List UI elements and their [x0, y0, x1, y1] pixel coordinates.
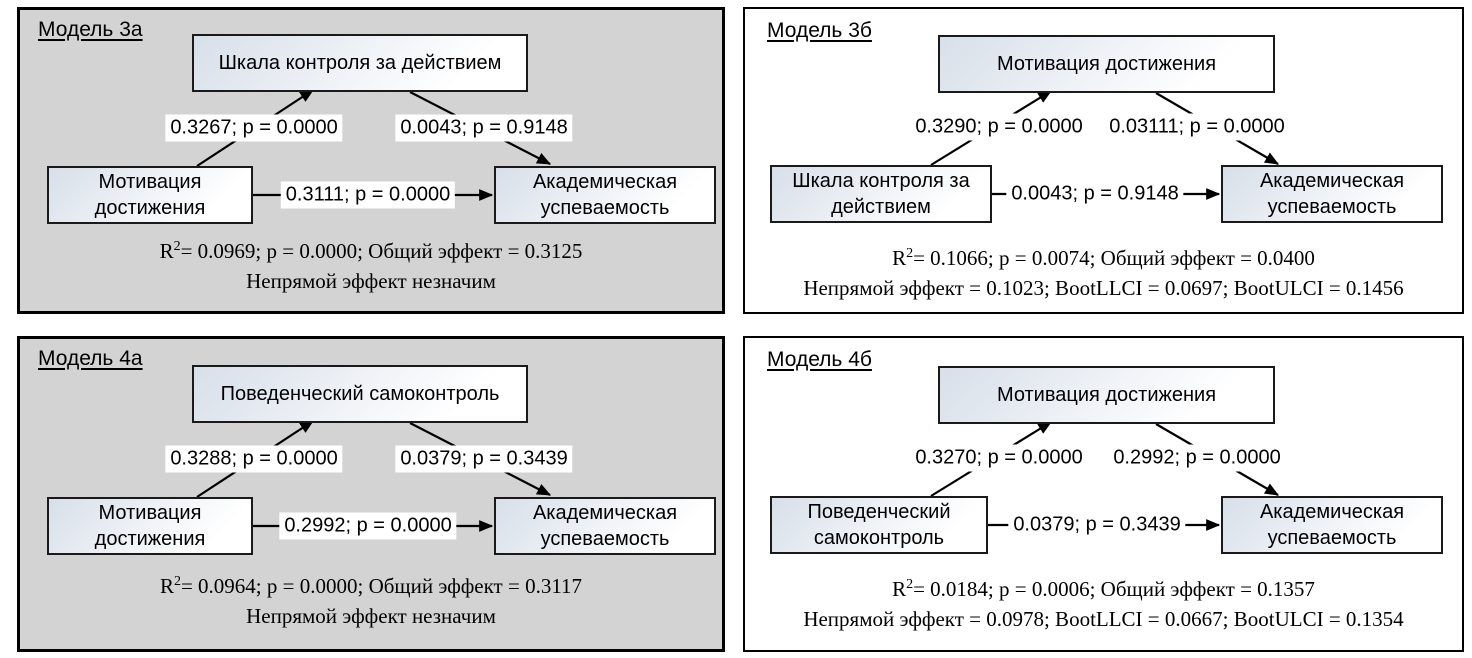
summary-line1-text: = 0.0184; p = 0.0006; Общий эффект = 0.1… — [913, 577, 1315, 601]
summary-line2: Непрямой эффект = 0.1023; BootLLCI = 0.0… — [803, 276, 1404, 300]
outcome-box: Академическая успеваемость — [494, 497, 716, 555]
model-summary: R2= 0.1066; p = 0.0074; Общий эффект = 0… — [745, 239, 1462, 303]
mediator-label: Шкала контроля за действием — [218, 52, 502, 74]
predictor-box: Поведенческий самоконтроль — [770, 496, 988, 554]
outcome-box: Академическая успеваемость — [1221, 165, 1443, 223]
model-3a-panel: Модель 3а Шкала контроля за действием Мо… — [17, 7, 725, 314]
predictor-label-line2: достижения — [94, 528, 206, 550]
path-c-coefficient: 0.0043; p = 0.9148 — [1006, 180, 1184, 208]
outcome-label-line1: Академическая — [1259, 501, 1405, 523]
model-4a-panel: Модель 4а Поведенческий самоконтроль Мот… — [17, 336, 725, 652]
summary-line1: R2= 0.0964; p = 0.0000; Общий эффект = 0… — [20, 567, 722, 601]
panel-title: Модель 3а — [38, 18, 143, 41]
model-3b-panel: Модель 3б Мотивация достижения Шкала кон… — [743, 7, 1464, 314]
outcome-box: Академическая успеваемость — [494, 166, 716, 224]
mediator-label: Мотивация достижения — [996, 384, 1217, 406]
model-summary: R2= 0.0969; p = 0.0000; Общий эффект = 0… — [20, 232, 722, 296]
predictor-label-line2: действием — [831, 196, 931, 218]
mediator-label: Мотивация достижения — [996, 53, 1217, 75]
summary-line2: Непрямой эффект незначим — [246, 269, 496, 293]
mediator-box: Шкала контроля за действием — [192, 34, 528, 92]
summary-line1-text: = 0.0964; p = 0.0000; Общий эффект = 0.3… — [180, 574, 583, 598]
path-a-coefficient: 0.3267; p = 0.0000 — [165, 114, 343, 142]
path-a-coefficient: 0.3288; p = 0.0000 — [165, 445, 343, 473]
mediator-box: Мотивация достижения — [938, 35, 1275, 93]
r-exponent: 2 — [906, 246, 914, 261]
r-exponent: 2 — [906, 577, 914, 592]
path-b-coefficient: 0.2992; p = 0.0000 — [1108, 444, 1286, 472]
predictor-box: Мотивация достижения — [47, 497, 253, 555]
model-4b-panel: Модель 4б Мотивация достижения Поведенче… — [743, 336, 1464, 652]
predictor-label-line1: Мотивация — [98, 502, 202, 524]
outcome-label-line2: успеваемость — [540, 528, 670, 550]
r-symbol: R — [892, 246, 907, 270]
summary-line2: Непрямой эффект = 0.0978; BootLLCI = 0.0… — [803, 607, 1404, 631]
r-symbol: R — [159, 574, 174, 598]
r-exponent: 2 — [173, 574, 181, 589]
path-b-coefficient: 0.0043; p = 0.9148 — [395, 114, 573, 142]
predictor-label-line2: самоконтроль — [813, 527, 945, 549]
panel-title: Модель 4б — [767, 348, 872, 371]
summary-line1-text: = 0.1066; p = 0.0074; Общий эффект = 0.0… — [913, 246, 1315, 270]
predictor-box: Мотивация достижения — [47, 166, 253, 224]
path-c-coefficient: 0.2992; p = 0.0000 — [279, 512, 457, 540]
predictor-label-line2: достижения — [94, 197, 206, 219]
outcome-label-line2: успеваемость — [1267, 196, 1397, 218]
r-exponent: 2 — [173, 239, 181, 254]
path-b-coefficient: 0.0379; p = 0.3439 — [395, 445, 573, 473]
predictor-box: Шкала контроля за действием — [770, 165, 992, 223]
predictor-label-line1: Мотивация — [98, 171, 202, 193]
summary-line1: R2= 0.1066; p = 0.0074; Общий эффект = 0… — [745, 239, 1462, 273]
panel-title: Модель 3б — [767, 19, 872, 42]
outcome-label-line1: Академическая — [1259, 170, 1405, 192]
outcome-label-line2: успеваемость — [540, 197, 670, 219]
path-b-coefficient: 0.03111; p = 0.0000 — [1104, 113, 1290, 141]
mediator-box: Поведенческий самоконтроль — [192, 365, 528, 423]
outcome-box: Академическая успеваемость — [1221, 496, 1443, 554]
path-c-coefficient: 0.0379; p = 0.3439 — [1008, 511, 1186, 539]
r-symbol: R — [892, 577, 907, 601]
panel-title: Модель 4а — [38, 347, 143, 370]
r-symbol: R — [159, 239, 174, 263]
mediator-box: Мотивация достижения — [938, 366, 1275, 424]
summary-line1-text: = 0.0969; p = 0.0000; Общий эффект = 0.3… — [180, 239, 583, 263]
path-a-coefficient: 0.3270; p = 0.0000 — [910, 444, 1088, 472]
predictor-label-line1: Поведенческий — [807, 501, 951, 523]
summary-line2: Непрямой эффект незначим — [246, 604, 496, 628]
mediator-label: Поведенческий самоконтроль — [220, 383, 500, 405]
summary-line1: R2= 0.0184; p = 0.0006; Общий эффект = 0… — [745, 570, 1462, 604]
model-summary: R2= 0.0184; p = 0.0006; Общий эффект = 0… — [745, 570, 1462, 634]
outcome-label-line1: Академическая — [532, 502, 678, 524]
outcome-label-line2: успеваемость — [1267, 527, 1397, 549]
summary-line1: R2= 0.0969; p = 0.0000; Общий эффект = 0… — [20, 232, 722, 266]
predictor-label-line1: Шкала контроля за — [792, 170, 970, 192]
outcome-label-line1: Академическая — [532, 171, 678, 193]
path-a-coefficient: 0.3290; p = 0.0000 — [910, 113, 1088, 141]
model-summary: R2= 0.0964; p = 0.0000; Общий эффект = 0… — [20, 567, 722, 631]
path-c-coefficient: 0.3111; p = 0.0000 — [280, 181, 456, 209]
